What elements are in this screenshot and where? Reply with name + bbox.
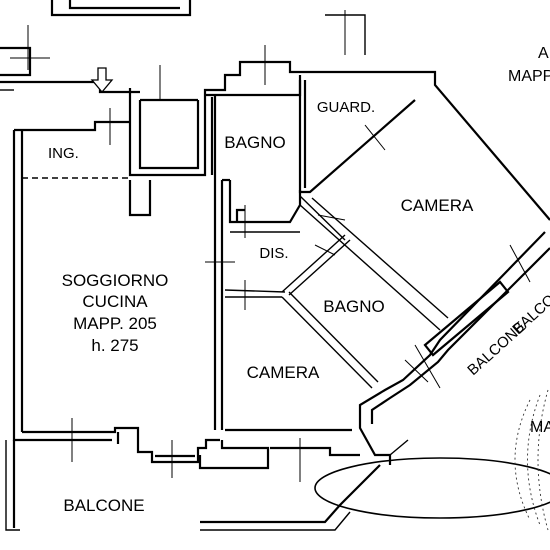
room-label-camera-1: CAMERA: [401, 196, 474, 215]
room-label-mappale: MAPP. 205: [73, 314, 157, 333]
site-arcs: [514, 389, 549, 531]
right-balcony: [414, 244, 531, 389]
room-label-soggiorno: SOGGIORNO: [62, 271, 169, 290]
room-label-balcone-bottom: BALCONE: [63, 496, 144, 515]
bottom-walls: [5, 418, 550, 531]
room-label-height: h. 275: [91, 336, 138, 355]
outer-walls: [12, 60, 550, 465]
room-label-camera-2: CAMERA: [247, 363, 320, 382]
edge-label-mapp: MAPP: [508, 68, 550, 85]
room-label-disimpegno: DIS.: [259, 245, 288, 262]
room-label-ingresso: ING.: [48, 145, 79, 162]
door-marks: [109, 108, 429, 383]
room-label-bagno-1: BAGNO: [224, 133, 285, 152]
room-label-cucina: CUCINA: [82, 292, 148, 311]
down-arrow-icon: [90, 67, 114, 94]
room-label-guardaroba: GUARD.: [317, 99, 375, 116]
room-label-balcone-right-2: BALCONE: [464, 318, 529, 379]
edge-label-letter: A: [538, 45, 549, 62]
room-label-bagno-2: BAGNO: [323, 297, 384, 316]
edge-label-ma: MA: [530, 419, 550, 436]
neighbour-walls: [0, 0, 366, 100]
